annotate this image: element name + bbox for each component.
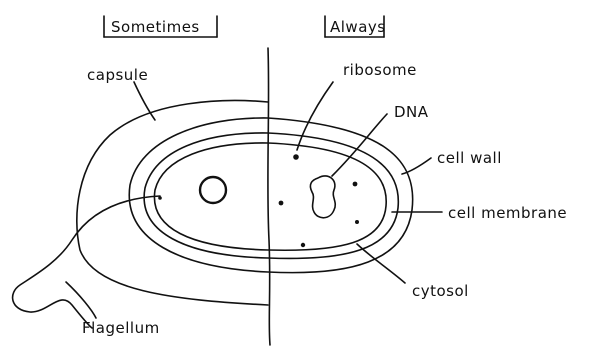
ribosome-dot-1 bbox=[293, 154, 299, 160]
header-sometimes-text: Sometimes bbox=[111, 18, 200, 36]
header-always-text: Always bbox=[330, 18, 386, 36]
dna-leader bbox=[332, 114, 387, 176]
label-cytosol: cytosol bbox=[412, 282, 469, 300]
ribosome-dot-2 bbox=[279, 201, 284, 206]
granule-circle bbox=[200, 177, 226, 203]
ribosome-dot-5 bbox=[301, 243, 305, 247]
label-ribosome: ribosome bbox=[343, 61, 417, 79]
label-dna: DNA bbox=[394, 103, 429, 121]
label-capsule: capsule bbox=[87, 66, 148, 84]
ribosome-dot-4 bbox=[355, 220, 359, 224]
flagellum-leader bbox=[66, 282, 96, 318]
cytosol-boundary bbox=[154, 143, 386, 250]
header-sometimes: Sometimes bbox=[104, 16, 217, 37]
header-always: Always bbox=[325, 16, 386, 37]
divider-line bbox=[268, 48, 270, 345]
label-cell-wall: cell wall bbox=[437, 149, 502, 167]
ribosome-dot-3 bbox=[353, 182, 358, 187]
label-flagellum: Flagellum bbox=[82, 319, 160, 337]
capsule-outline bbox=[77, 101, 268, 305]
dna-blob bbox=[310, 176, 335, 218]
label-cell-membrane: cell membrane bbox=[448, 204, 567, 222]
